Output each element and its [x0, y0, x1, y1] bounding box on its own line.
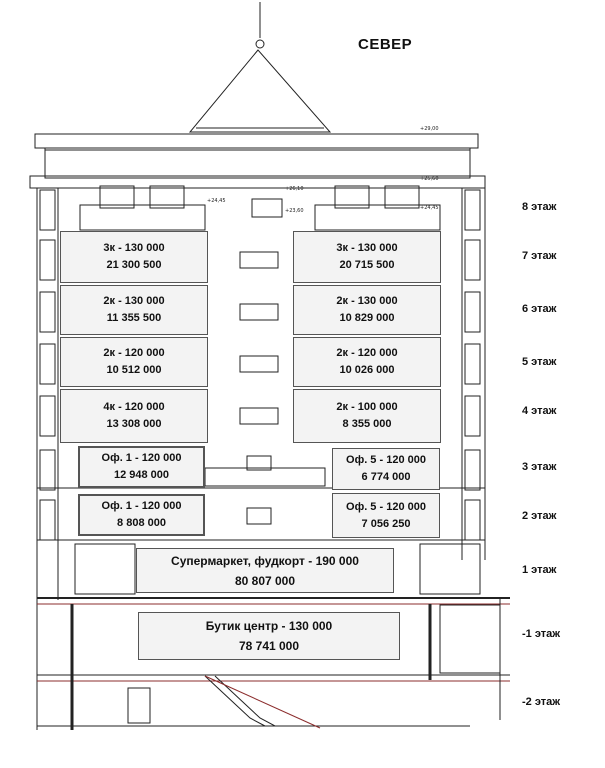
unit-name: Оф. 1 - 120 000 [101, 500, 182, 512]
floor-label-1: 1 этаж [522, 564, 557, 576]
unit-name: 2к - 100 000 [336, 401, 398, 413]
unit-4-left[interactable]: 4к - 120 000 13 308 000 [60, 389, 208, 443]
unit-name: 3к - 130 000 [103, 242, 165, 254]
unit-price: 10 829 000 [339, 312, 395, 324]
unit-price: 11 355 500 [106, 312, 162, 324]
floor-label-2: 2 этаж [522, 510, 557, 522]
unit-name: 2к - 130 000 [336, 295, 398, 307]
office-3-left[interactable]: Оф. 1 - 120 000 12 948 000 [78, 446, 205, 488]
floor-label-minus-1: -1 этаж [522, 628, 561, 640]
cornice [34, 133, 479, 149]
unit-7-left[interactable]: 3к - 130 000 21 300 500 [60, 231, 208, 283]
unit-name: 4к - 120 000 [103, 401, 165, 413]
elevation-mark: +24,45 [207, 198, 226, 204]
unit-name: Оф. 5 - 120 000 [346, 454, 426, 466]
unit-price: 78 741 000 [238, 639, 300, 653]
elevation-mark: +25,60 [420, 176, 439, 182]
unit-name: 2к - 120 000 [336, 347, 398, 359]
office-2-left[interactable]: Оф. 1 - 120 000 8 808 000 [78, 494, 205, 536]
unit-6-right[interactable]: 2к - 130 000 10 829 000 [293, 285, 441, 335]
floor-label-4: 4 этаж [522, 405, 557, 417]
unit-price: 20 715 500 [339, 259, 395, 271]
unit-name: Оф. 1 - 120 000 [101, 452, 182, 464]
office-3-right[interactable]: Оф. 5 - 120 000 6 774 000 [332, 448, 440, 490]
floor-label-8: 8 этаж [522, 201, 557, 213]
elevation-mark: +26,10 [285, 186, 304, 192]
floor-label-minus-2: -2 этаж [522, 696, 561, 708]
unit-price: 80 807 000 [234, 573, 296, 588]
unit-5-right[interactable]: 2к - 120 000 10 026 000 [293, 337, 441, 387]
unit-name: Оф. 5 - 120 000 [346, 500, 426, 513]
unit-name: Бутик центр - 130 000 [205, 619, 333, 633]
unit-price: 6 774 000 [361, 471, 411, 483]
boutique-center[interactable]: Бутик центр - 130 000 78 741 000 [138, 612, 400, 660]
office-2-right[interactable]: Оф. 5 - 120 000 7 056 250 [332, 493, 440, 538]
direction-label: СЕВЕР [358, 36, 413, 53]
unit-name: 2к - 130 000 [103, 295, 165, 307]
unit-price: 13 308 000 [106, 418, 162, 430]
unit-price: 10 512 000 [106, 364, 162, 376]
floor-label-5: 5 этаж [522, 356, 557, 368]
unit-7-right[interactable]: 3к - 130 000 20 715 500 [293, 231, 441, 283]
floor-label-7: 7 этаж [522, 250, 557, 262]
unit-name: 3к - 130 000 [336, 242, 398, 254]
floor-label-6: 6 этаж [522, 303, 557, 315]
spire-ball [255, 39, 265, 49]
unit-price: 8 808 000 [117, 517, 166, 529]
unit-4-right[interactable]: 2к - 100 000 8 355 000 [293, 389, 441, 443]
unit-price: 8 355 000 [342, 418, 392, 430]
unit-name: Супермаркет, фудкорт - 190 000 [171, 553, 359, 568]
unit-6-left[interactable]: 2к - 130 000 11 355 500 [60, 285, 208, 335]
unit-price: 12 948 000 [113, 469, 170, 481]
unit-5-left[interactable]: 2к - 120 000 10 512 000 [60, 337, 208, 387]
roof [188, 49, 332, 133]
elevation-mark: +23,60 [285, 208, 304, 214]
elevation-mark: +24,45 [420, 205, 439, 211]
unit-price: 7 056 250 [361, 517, 411, 530]
unit-price: 10 026 000 [339, 364, 395, 376]
supermarket[interactable]: Супермаркет, фудкорт - 190 000 80 807 00… [136, 548, 394, 593]
unit-price: 21 300 500 [106, 259, 162, 271]
floor-label-3: 3 этаж [522, 461, 557, 473]
unit-name: 2к - 120 000 [103, 347, 165, 359]
elevation-mark: +29,00 [420, 126, 439, 132]
